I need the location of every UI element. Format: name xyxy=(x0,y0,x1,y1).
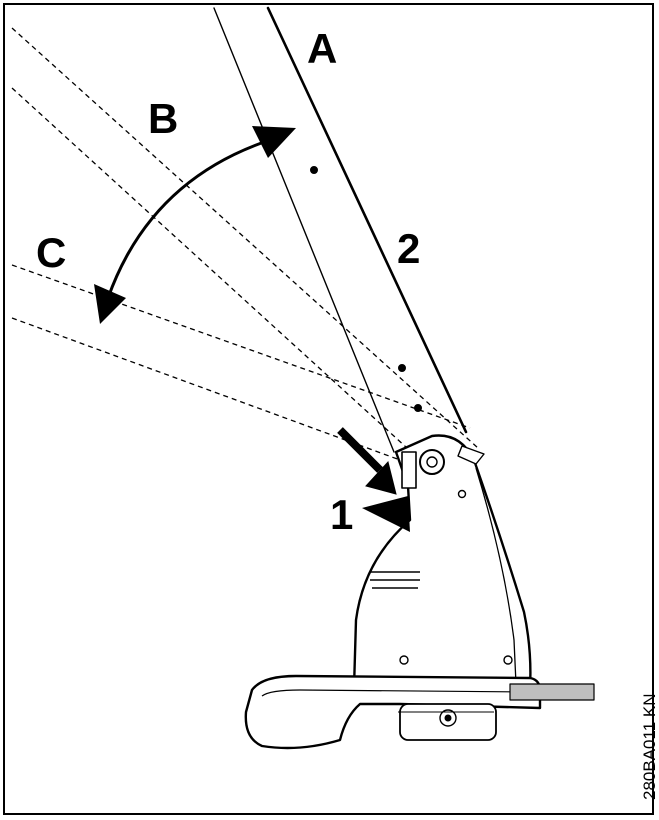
guard-base xyxy=(244,674,595,750)
label-shaft-2: 2 xyxy=(397,225,421,272)
shaft-position-a xyxy=(213,6,468,453)
position-c-line-upper xyxy=(11,264,471,429)
position-b-line-upper xyxy=(11,27,479,449)
adjustment-arrow xyxy=(94,126,296,324)
arrow-head-down xyxy=(94,284,126,324)
label-position-b: B xyxy=(148,95,179,142)
position-b-line-lower xyxy=(11,87,419,459)
leader-wedge-1 xyxy=(362,496,410,532)
label-position-a: A xyxy=(307,25,338,72)
position-c-line-lower xyxy=(11,317,401,461)
figure-code: 280BA011 KN xyxy=(640,693,659,800)
guard-extension xyxy=(509,683,595,701)
motor-housing xyxy=(352,434,532,690)
label-position-c: C xyxy=(36,229,67,276)
position-lines-b-c xyxy=(11,27,479,461)
label-lever-1: 1 xyxy=(330,491,354,538)
arrow-head-up xyxy=(252,126,296,158)
pointer-arrow xyxy=(337,427,397,495)
